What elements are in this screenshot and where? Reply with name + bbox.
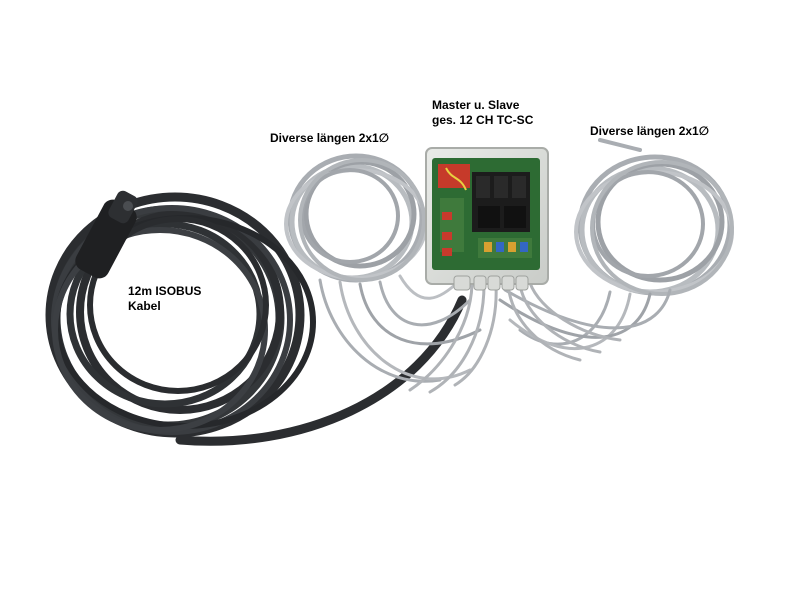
isobus-label-line2: Kabel: [128, 299, 161, 313]
cable-glands: [453, 275, 529, 291]
master-slave-enclosure: [425, 147, 549, 285]
left-cable-label: Diverse längen 2x1∅: [270, 131, 390, 145]
isobus-connector: [75, 190, 138, 279]
master-slave-label-line1: Master u. Slave: [432, 98, 520, 112]
isobus-cable-coil: [45, 192, 467, 446]
right-cable-label: Diverse längen 2x1∅: [590, 124, 710, 138]
isobus-cable-label: 12m ISOBUS Kabel: [128, 284, 201, 314]
master-slave-label: Master u. Slave ges. 12 CH TC-SC: [432, 98, 533, 128]
isobus-label-line1: 12m ISOBUS: [128, 284, 202, 298]
master-slave-label-line2: ges. 12 CH TC-SC: [432, 113, 534, 127]
box-cable-bundle: [408, 281, 622, 394]
right-grey-cable-coil: [498, 138, 734, 350]
